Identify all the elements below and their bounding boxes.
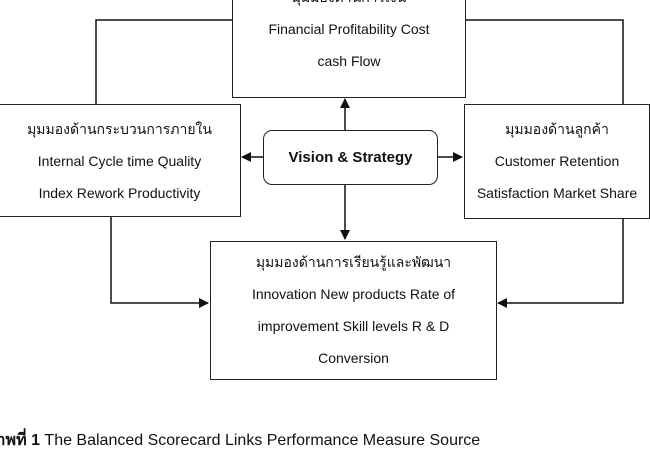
learning-line-3: Conversion [318, 350, 389, 366]
internal-process-box: มุมมองด้านกระบวนการภายใน Internal Cycle … [0, 104, 241, 217]
vision-strategy-box: Vision & Strategy [263, 130, 438, 185]
internal-line-1: Internal Cycle time Quality [37, 153, 202, 169]
arrow-internal-to-learning [110, 216, 209, 308]
figure-caption-text: The Balanced Scorecard Links Performance… [39, 432, 481, 449]
internal-line-2: Index Rework Productivity [38, 185, 201, 201]
customer-perspective-box: มุมมองด้านลูกค้า Customer Retention Sati… [464, 104, 650, 219]
financial-line-2: cash Flow [317, 53, 381, 69]
customer-line-2: Satisfaction Market Share [476, 185, 638, 201]
financial-thai-title: มุมมองด้านการเงิน [233, 0, 465, 13]
internal-thai-title: มุมมองด้านกระบวนการภายใน [27, 121, 212, 137]
arrow-financial-to-internal [91, 19, 232, 123]
vision-strategy-label: Vision & Strategy [288, 149, 413, 166]
learning-line-1: Innovation New products Rate of [251, 286, 456, 302]
financial-perspective-box: มุมมองด้านการเงิน Financial Profitabilit… [232, 0, 466, 98]
financial-line-1: Financial Profitability Cost [268, 21, 430, 37]
arrow-customer-to-learning [497, 218, 624, 308]
learning-thai-title: มุมมองด้านการเรียนรู้และพัฒนา [255, 254, 452, 270]
figure-label: ภาพที่ 1 [0, 432, 40, 449]
learning-growth-box: มุมมองด้านการเรียนรู้และพัฒนา Innovation… [210, 241, 497, 380]
arrow-financial-to-customer [465, 19, 628, 123]
learning-line-2: improvement Skill levels R & D [257, 318, 450, 334]
customer-thai-title: มุมมองด้านลูกค้า [505, 121, 609, 137]
figure-caption: ภาพที่ 1 The Balanced Scorecard Links Pe… [0, 428, 646, 453]
customer-line-1: Customer Retention [494, 153, 620, 169]
